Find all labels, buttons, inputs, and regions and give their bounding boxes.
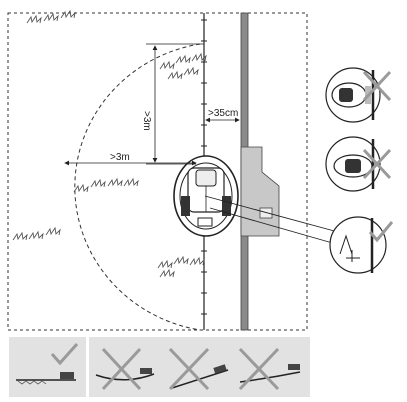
wire-distance-label: >35cm — [208, 108, 238, 119]
closeup-callout-line-2 — [209, 207, 337, 245]
station-approach-front-view — [325, 136, 392, 192]
ground-bump — [238, 347, 301, 391]
lawn-boundary — [7, 12, 308, 331]
wire-distance-dimension: >35cm — [205, 108, 240, 123]
cross-mark-icon — [362, 148, 392, 180]
ground-flat — [16, 342, 79, 385]
horizontal-distance-dimension: >3m — [64, 152, 197, 166]
cross-mark-icon — [362, 70, 392, 102]
ground-slope — [168, 347, 229, 391]
station-closeup-view — [329, 216, 394, 274]
cross-mark-icon — [101, 347, 142, 391]
clearance-arc — [74, 43, 201, 331]
check-mark-icon — [50, 342, 79, 366]
vertical-distance-label: >3m — [141, 111, 152, 131]
ground-panels — [9, 337, 310, 397]
check-mark-icon — [368, 221, 394, 243]
station-socket — [259, 207, 273, 219]
station-approach-rear-view — [325, 67, 392, 123]
ground-dip — [95, 347, 155, 391]
cross-mark-icon — [238, 347, 280, 391]
closeup-callout-line — [204, 195, 339, 233]
horizontal-distance-label: >3m — [110, 152, 130, 163]
cross-mark-icon — [168, 347, 210, 391]
grass-icon — [12, 10, 207, 278]
vertical-distance-dimension: >3m — [141, 43, 204, 165]
